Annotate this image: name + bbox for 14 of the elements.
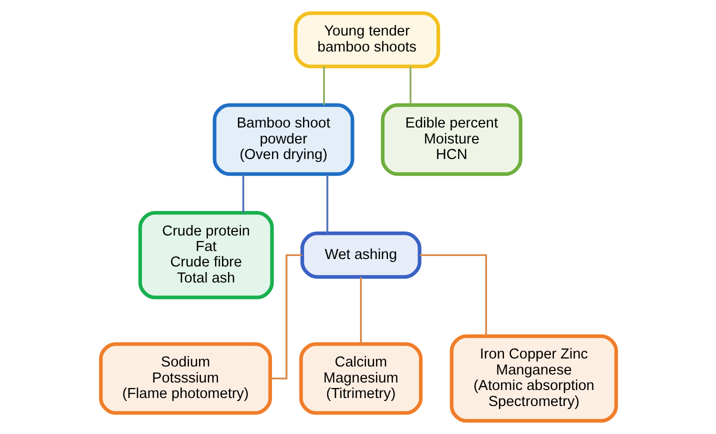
node-box: Young tender bamboo shoots xyxy=(293,11,440,68)
node-box: Bamboo shoot powder (Oven drying) xyxy=(212,103,354,176)
node-box: Edible percent Moisture HCN xyxy=(380,103,522,176)
node-box: Iron Copper Zinc Manganese (Atomic absorption Spectrometry) xyxy=(449,334,618,423)
connector xyxy=(322,66,324,105)
node-box: Calcium Magnesium (Titrimetry) xyxy=(298,342,422,415)
connector xyxy=(360,277,362,344)
node-box: Sodium Potsssium (Flame photometry) xyxy=(98,342,272,415)
connector xyxy=(326,174,328,234)
connector xyxy=(419,254,487,336)
connector xyxy=(242,174,244,213)
connector xyxy=(409,66,411,105)
node-box: Wet ashing xyxy=(300,232,421,279)
node-box: Crude protein Fat Crude fibre Total ash xyxy=(138,210,274,300)
